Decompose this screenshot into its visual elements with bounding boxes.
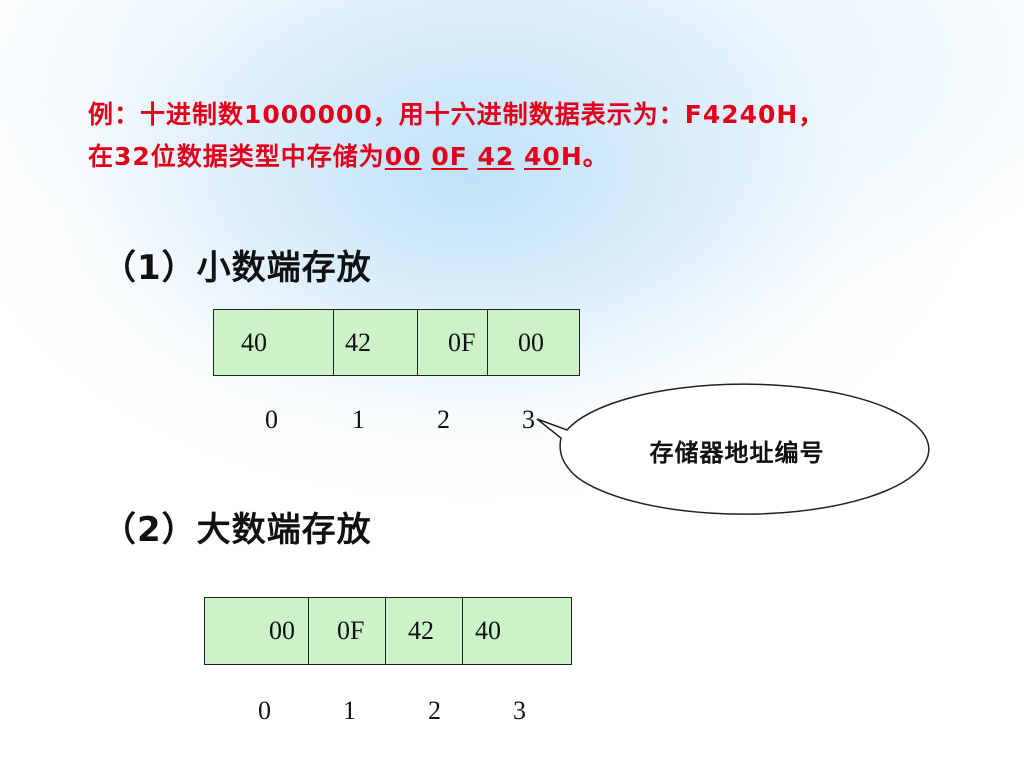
byte-0f: 0F [431,142,468,171]
big-endian-cell-0: 00 [205,598,309,664]
big-endian-cell-3: 40 [475,616,501,645]
little-endian-address-0: 0 [265,405,278,434]
big-endian-heading: （2）大数端存放 [102,510,372,550]
big-endian-address-0: 0 [258,696,271,725]
example-line-2-suffix: H。 [560,142,609,171]
big-endian-cell-2: 42 [386,598,463,664]
example-line-2-prefix: 在32位数据类型中存储为 [88,142,385,171]
address-callout-text: 存储器地址编号 [649,439,825,467]
big-endian-cell-1: 0F [309,598,386,664]
big-endian-address-1: 1 [343,696,356,725]
little-endian-heading: （1）小数端存放 [102,248,372,288]
byte-00: 00 [384,142,422,171]
little-endian-address-2: 2 [437,405,450,434]
little-endian-address-3: 3 [522,405,535,434]
little-endian-cell-0: 40 [214,310,334,375]
example-line-2: 在32位数据类型中存储为00 0F 42 40H。 [88,142,988,172]
little-endian-cell-2: 0F [418,310,488,375]
little-endian-memory-row: 40 42 0F 00 [213,309,580,376]
big-endian-address-3: 3 [513,696,526,725]
big-endian-memory-row: 00 0F 42 40 [204,597,572,665]
little-endian-cell-1: 42 [334,310,418,375]
byte-40: 40 [524,142,561,171]
big-endian-address-2: 2 [428,696,441,725]
example-line-1: 例：十进制数1000000，用十六进制数据表示为：F4240H， [88,100,825,129]
byte-42: 42 [477,142,515,171]
little-endian-address-1: 1 [352,405,365,434]
little-endian-cell-3: 00 [518,327,544,357]
